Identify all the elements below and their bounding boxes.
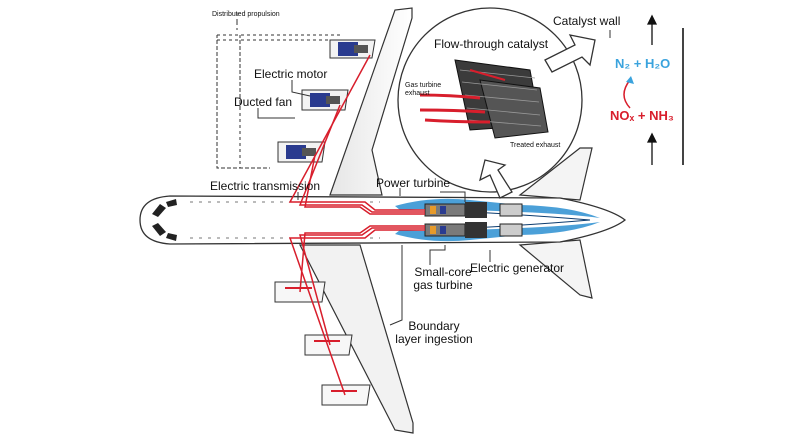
lower-engine-3 xyxy=(321,384,371,406)
electric-generator-label: Electric generator xyxy=(470,261,565,275)
reaction-arrow xyxy=(623,79,631,109)
gas-turbine-lower xyxy=(424,222,523,238)
products-formula: N₂ + H₂O xyxy=(615,56,671,71)
ducted-fan-1 xyxy=(329,39,376,59)
leader-lines xyxy=(257,80,491,326)
flow-arrows xyxy=(646,14,658,165)
callout-arrow-from-engine xyxy=(479,159,513,199)
ducted-fan-2 xyxy=(301,89,349,111)
boundary-layer-ingestion-label: Boundary layer ingestion xyxy=(395,319,473,346)
callout-arrow-to-wall xyxy=(544,34,596,73)
distributed-propulsion-label: Distributed propulsion xyxy=(212,11,280,18)
gas-turbine-upper xyxy=(424,202,523,218)
gas-turbine-exhaust-label: Gas turbine exhaust xyxy=(405,82,442,97)
flow-through-catalyst-label: Flow-through catalyst xyxy=(434,37,549,51)
electric-transmission-lines xyxy=(288,54,425,396)
catalyst-wall-label: Catalyst wall xyxy=(553,14,621,28)
fuselage xyxy=(139,195,627,245)
lower-engine-2 xyxy=(304,334,353,356)
electric-transmission-label: Electric transmission xyxy=(210,179,321,193)
lower-wing xyxy=(299,244,414,434)
upper-wing xyxy=(329,7,413,196)
ducted-fan-3 xyxy=(277,141,326,163)
electric-motor-label: Electric motor xyxy=(254,67,328,81)
small-core-gas-turbine-label: Small-core gas turbine xyxy=(413,265,473,292)
power-turbine-label: Power turbine xyxy=(376,176,451,190)
treated-exhaust-label: Treated exhaust xyxy=(510,142,561,149)
ducted-fan-label: Ducted fan xyxy=(234,95,293,109)
cockpit-windows xyxy=(152,199,177,241)
catalyst-illustration xyxy=(419,59,549,139)
reactants-formula: NOₓ + NH₃ xyxy=(610,108,674,123)
